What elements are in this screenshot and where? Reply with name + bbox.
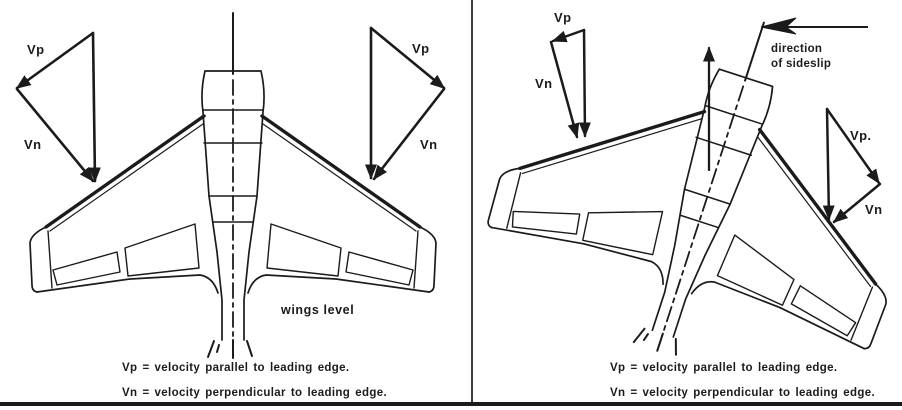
vp-arrow [825, 107, 881, 185]
left-panel-left-velocity-triangle [15, 31, 101, 183]
sideslip-label-line2: of sideslip [771, 58, 831, 70]
sideslip-label-line1: direction [771, 43, 822, 55]
left-panel: Vp Vn Vp Vn wings level Vp = velocity pa… [15, 11, 446, 399]
bottom-rule [0, 402, 902, 406]
vn-label: Vn [420, 137, 437, 152]
legend-vn: Vn = velocity perpendicular to leading e… [122, 387, 387, 399]
right-panel: direction of sideslip Vp Vn Vp. Vn Vp = … [462, 0, 902, 410]
vp-label: Vp. [850, 128, 871, 143]
legend-vn: Vn = velocity perpendicular to leading e… [610, 387, 875, 399]
resultant-velocity-arrow [822, 107, 835, 221]
vn-arrow [372, 87, 446, 181]
vn-label: Vn [24, 137, 41, 152]
vp-label: Vp [27, 42, 44, 57]
wings-level-label: wings level [280, 303, 354, 317]
vn-label: Vn [535, 76, 552, 91]
vn-arrow [832, 182, 882, 224]
vp-arrow [369, 26, 446, 90]
legend-vp: Vp = velocity parallel to leading edge. [122, 362, 349, 374]
aircraft-in-sideslip [462, 0, 902, 410]
left-panel-right-velocity-triangle [365, 26, 446, 181]
right-panel-left-velocity-triangle [549, 28, 591, 139]
vp-arrow [15, 31, 95, 90]
vp-label: Vp [554, 10, 571, 25]
vn-arrow [549, 40, 580, 139]
vp-label: Vp [412, 41, 429, 56]
legend-vp: Vp = velocity parallel to leading edge. [610, 362, 837, 374]
resultant-velocity-arrow [88, 31, 101, 183]
resultant-velocity-arrow [578, 28, 591, 138]
aircraft-wings-level [28, 11, 438, 360]
vp-arrow [551, 28, 586, 43]
right-panel-right-velocity-triangle [822, 107, 882, 224]
sideslip-arrowhead-icon [760, 17, 797, 35]
vn-arrow [15, 87, 95, 183]
vn-label: Vn [865, 202, 882, 217]
